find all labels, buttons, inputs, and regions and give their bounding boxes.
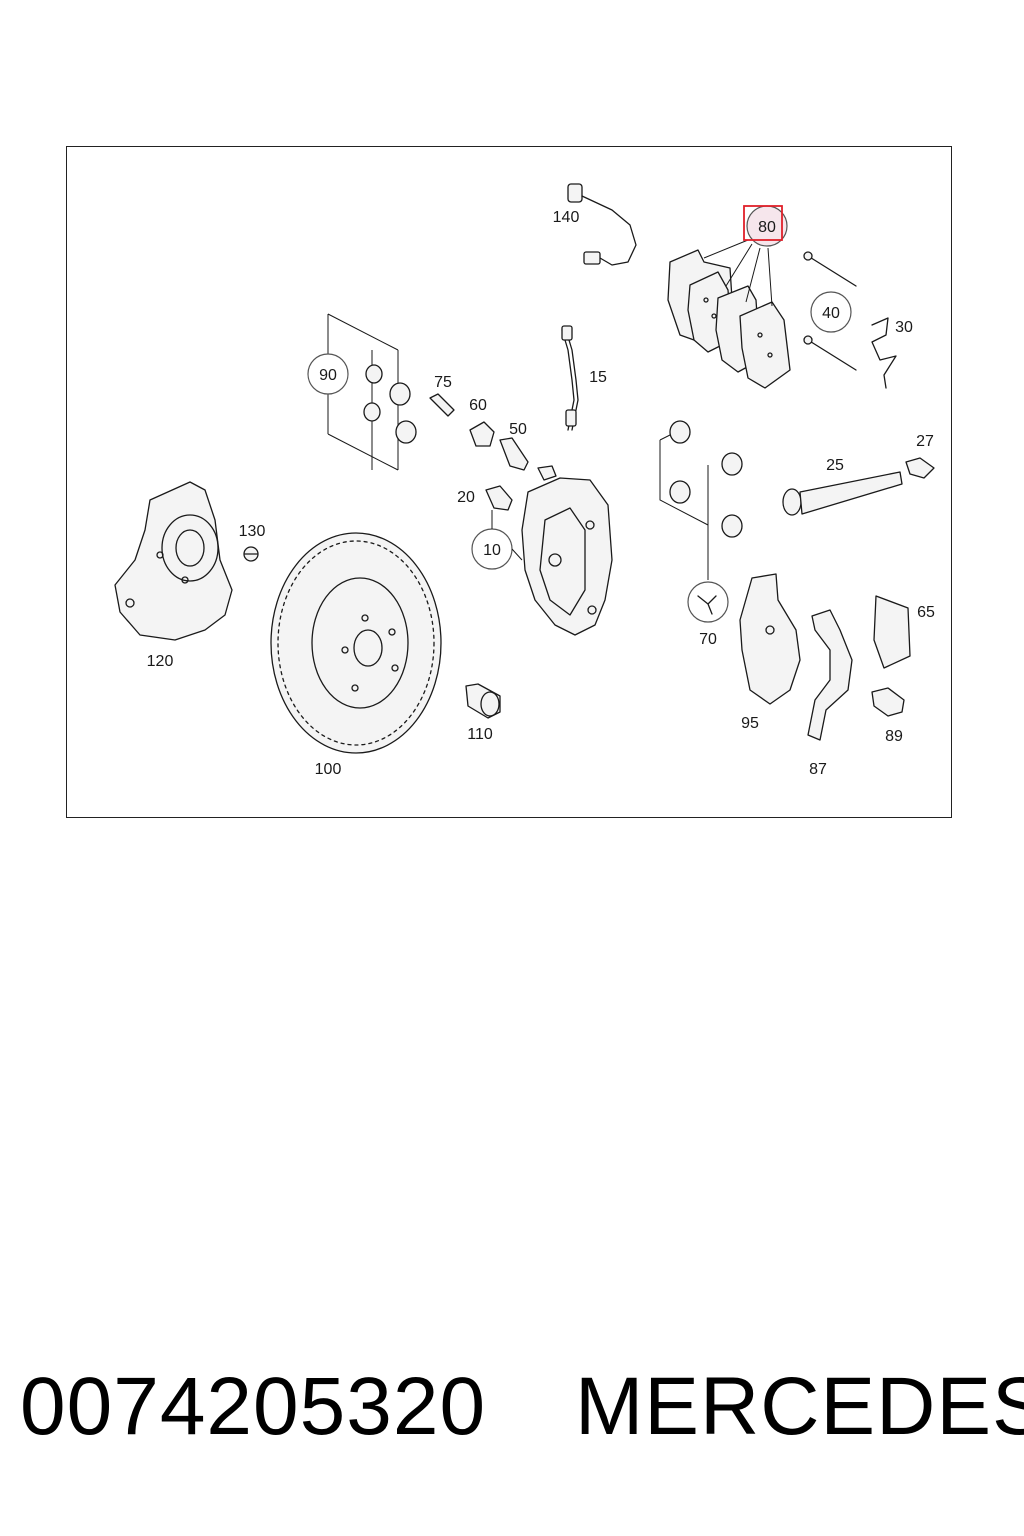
callout-65[interactable]: 65 xyxy=(917,604,935,621)
callout-20[interactable]: 20 xyxy=(457,489,475,506)
part-brake-hose[interactable] xyxy=(561,325,579,431)
exploded-parts-diagram: 10 15 20 25 27 30 40 50 60 65 70 75 80 8… xyxy=(114,183,935,778)
part-brake-caliper[interactable] xyxy=(521,477,613,636)
part-brake-pads[interactable] xyxy=(667,239,791,389)
callout-89[interactable]: 89 xyxy=(885,728,903,745)
callout-95[interactable]: 95 xyxy=(741,715,759,732)
callout-15[interactable]: 15 xyxy=(589,369,607,386)
brand-name: MERCEDES xyxy=(575,1361,1024,1452)
callout-87[interactable]: 87 xyxy=(809,761,827,778)
callout-40[interactable]: 40 xyxy=(822,305,840,322)
callout-120[interactable]: 120 xyxy=(147,653,174,670)
part-backing-plate[interactable] xyxy=(114,481,233,641)
callout-90[interactable]: 90 xyxy=(319,367,337,384)
part-brake-disc[interactable] xyxy=(270,532,442,754)
part-caliper-bolt[interactable] xyxy=(485,485,513,511)
part-guide-bolt[interactable] xyxy=(782,471,903,516)
part-shield-bolt[interactable] xyxy=(871,687,905,717)
callout-27[interactable]: 27 xyxy=(916,433,934,450)
callout-70[interactable]: 70 xyxy=(699,631,717,648)
callout-25[interactable]: 25 xyxy=(826,457,844,474)
footer-caption: 0074205320 MERCEDES xyxy=(20,1360,1024,1480)
callout-130[interactable]: 130 xyxy=(239,523,266,540)
callout-110[interactable]: 110 xyxy=(467,726,493,743)
callout-50[interactable]: 50 xyxy=(509,421,527,438)
callout-80[interactable]: 80 xyxy=(758,219,776,236)
part-bleed-screw[interactable] xyxy=(499,437,557,481)
part-heat-shield[interactable] xyxy=(807,609,853,741)
part-dust-cap[interactable] xyxy=(469,421,495,447)
part-number: 0074205320 xyxy=(20,1361,487,1452)
part-retaining-pins[interactable] xyxy=(803,251,857,371)
callout-140[interactable]: 140 xyxy=(553,209,580,226)
callout-75[interactable]: 75 xyxy=(434,374,452,391)
part-screw[interactable] xyxy=(905,457,935,479)
part-anti-rattle-spring[interactable] xyxy=(871,317,897,389)
part-disc-bolt[interactable] xyxy=(465,683,501,719)
part-seal-kit[interactable] xyxy=(307,313,417,471)
diagram-frame xyxy=(66,146,952,818)
callout-10[interactable]: 10 xyxy=(483,542,501,559)
part-guide-pin[interactable] xyxy=(429,393,455,417)
part-repair-kit[interactable] xyxy=(659,420,743,623)
part-small-bolt[interactable] xyxy=(243,546,259,562)
callout-100[interactable]: 100 xyxy=(315,761,342,778)
part-wear-sensor[interactable] xyxy=(567,183,637,266)
highlight-box xyxy=(743,205,783,241)
part-caliper-bracket[interactable] xyxy=(739,573,801,705)
part-pad-clip[interactable] xyxy=(873,595,911,669)
callout-60[interactable]: 60 xyxy=(469,397,487,414)
callout-30[interactable]: 30 xyxy=(895,319,913,336)
